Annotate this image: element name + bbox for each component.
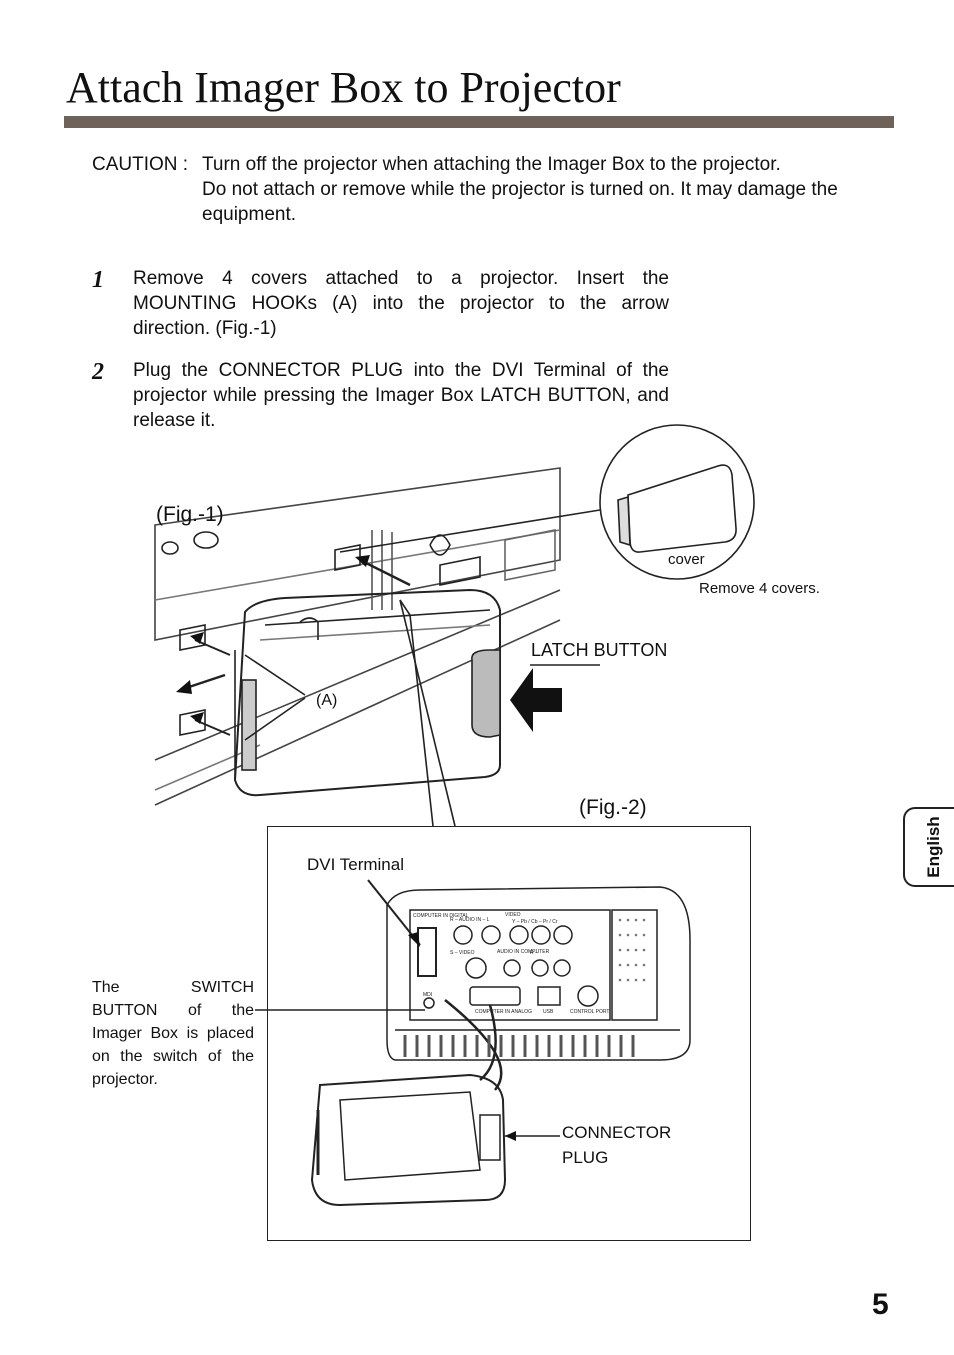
step-text: Plug the CONNECTOR PLUG into the DVI Ter… [133, 360, 669, 431]
remove-covers-note: Remove 4 covers. [699, 580, 820, 597]
caution-line-2: Do not attach or remove while the projec… [202, 179, 838, 225]
connector-label-line-1: CONNECTOR [562, 1123, 672, 1142]
fig2-label: (Fig.-2) [579, 796, 647, 819]
step-text: Remove 4 covers attached to a projector.… [133, 268, 669, 339]
latch-button-label: LATCH BUTTON [531, 640, 668, 660]
panel-label-audio-in-computer: AUDIO IN COMPUTER [497, 949, 550, 955]
page-number: 5 [872, 1288, 889, 1321]
panel-label-computer-in-digital: COMPUTER IN DIGITAL [413, 913, 469, 919]
step-number: 1 [92, 267, 104, 293]
panel-label-video-sub: Y – Pb / Cb – Pr / Cr [512, 919, 558, 925]
connector-plug-label: CONNECTOR PLUG [562, 1120, 671, 1170]
title-rule [64, 116, 894, 128]
panel-label-r-l: R – [530, 950, 538, 956]
caution-line-1: Turn off the projector when attaching th… [202, 154, 781, 175]
caution-label: CAUTION : [92, 154, 189, 175]
page-title: Attach Imager Box to Projector [66, 63, 621, 112]
switch-button-note: The SWITCH BUTTON of the Imager Box is p… [92, 979, 254, 1088]
dvi-terminal-label: DVI Terminal [307, 855, 404, 874]
panel-label-s-video: S – VIDEO [450, 950, 475, 956]
panel-label-computer-in-analog: COMPUTER IN ANALOG [475, 1009, 532, 1015]
step-number: 2 [92, 359, 104, 385]
panel-label-mdi: MDI [423, 992, 432, 998]
hook-a-label: (A) [316, 692, 338, 709]
language-tab-label: English [924, 816, 943, 878]
connector-label-line-2: PLUG [562, 1148, 609, 1167]
panel-label-control-port: CONTROL PORT [570, 1009, 609, 1015]
fig2-frame [267, 826, 751, 1241]
fig1-label: (Fig.-1) [156, 503, 224, 526]
cover-label: cover [668, 551, 705, 568]
panel-label-audio-in: R – AUDIO IN – L [450, 917, 490, 923]
panel-label-video: VIDEO [505, 912, 521, 918]
caution-body: Turn off the projector when attaching th… [202, 152, 892, 227]
language-tab[interactable]: English [903, 807, 954, 887]
panel-label-usb: USB [543, 1009, 554, 1015]
